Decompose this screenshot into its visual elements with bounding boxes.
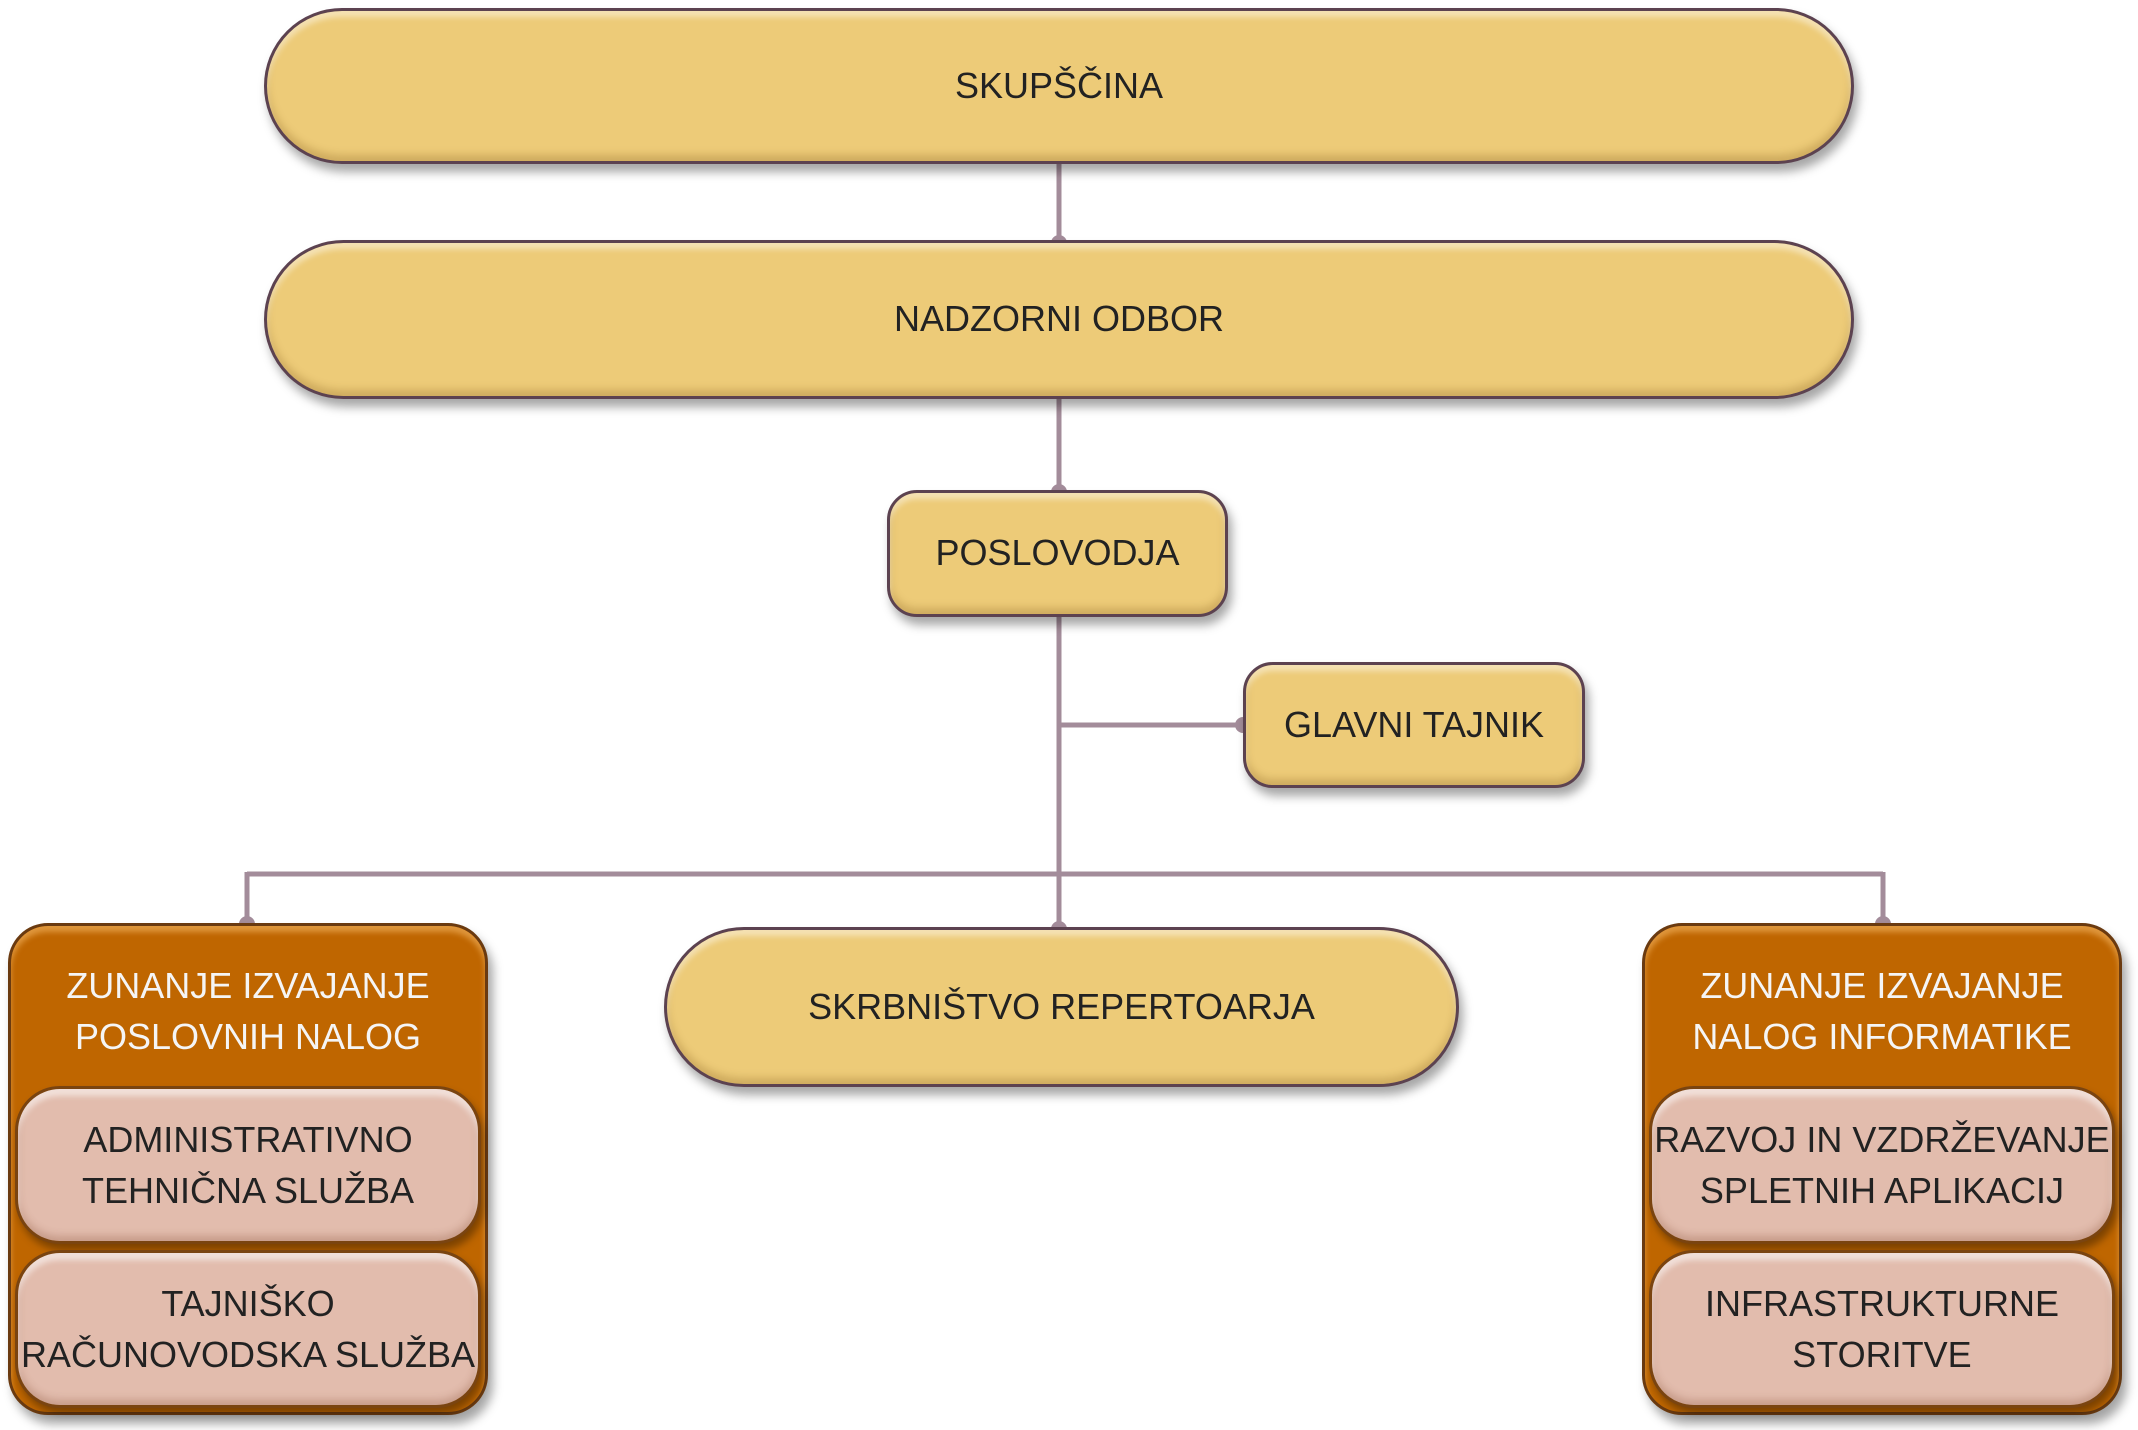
subnode-tajnisko-racunovodska: TAJNIŠKO RAČUNOVODSKA SLUŽBA [15,1250,481,1408]
group-title: ZUNANJE IZVAJANJE POSLOVNIH NALOG [66,965,430,1058]
subnode-label: ADMINISTRATIVNO TEHNIČNA SLUŽBA [81,1118,415,1211]
group-zunanje-nalog-informatike: ZUNANJE IZVAJANJE NALOG INFORMATIKE RAZV… [1642,923,2122,1415]
subnode-administrativno-tehnicna: ADMINISTRATIVNO TEHNIČNA SLUŽBA [15,1086,481,1244]
node-glavni-tajnik: GLAVNI TAJNIK [1243,662,1585,788]
node-nadzorni-odbor: NADZORNI ODBOR [264,240,1854,399]
subnode-infrastrukturne-storitve: INFRASTRUKTURNE STORITVE [1649,1250,2115,1408]
group-title: ZUNANJE IZVAJANJE NALOG INFORMATIKE [1692,965,2072,1058]
subnode-label: TAJNIŠKO RAČUNOVODSKA SLUŽBA [20,1282,476,1375]
node-skrbnistvo-repertoarja: SKRBNIŠTVO REPERTOARJA [664,927,1459,1087]
node-poslovodja: POSLOVODJA [887,490,1228,617]
node-label: GLAVNI TAJNIK [1283,703,1545,745]
subnode-razvoj-spletnih-aplikacij: RAZVOJ IN VZDRŽEVANJE SPLETNIH APLIKACIJ [1649,1086,2115,1244]
subnode-label: INFRASTRUKTURNE STORITVE [1704,1282,2059,1375]
node-label: POSLOVODJA [935,532,1180,574]
node-skupscina: SKUPŠČINA [264,8,1854,164]
node-label: SKUPŠČINA [954,64,1164,106]
subnode-label: RAZVOJ IN VZDRŽEVANJE SPLETNIH APLIKACIJ [1654,1118,2110,1211]
node-label: SKRBNIŠTVO REPERTOARJA [808,985,1315,1027]
node-label: NADZORNI ODBOR [893,298,1224,340]
group-zunanje-poslovnih-nalog: ZUNANJE IZVAJANJE POSLOVNIH NALOG ADMINI… [8,923,488,1415]
